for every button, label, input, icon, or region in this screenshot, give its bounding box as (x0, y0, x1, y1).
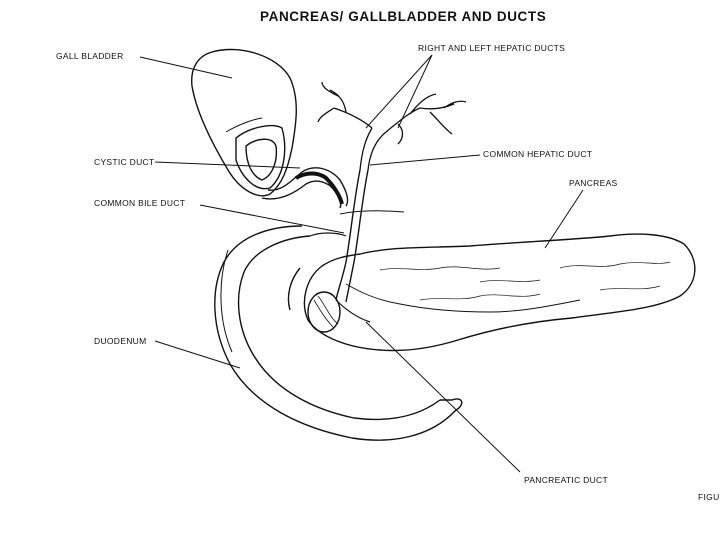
cystic-duct (262, 168, 348, 208)
leader-left-hepatic (398, 55, 432, 128)
leader-cystic-duct (155, 162, 300, 168)
vessel-line (340, 211, 404, 214)
leader-lines (140, 55, 583, 472)
leader-gall-bladder (140, 57, 232, 78)
common-bile-duct (336, 170, 368, 302)
hepatic-ducts (318, 82, 466, 170)
gallbladder (192, 50, 297, 196)
leader-duodenum (155, 341, 240, 368)
pancreas (304, 234, 694, 350)
leader-right-hepatic (366, 55, 432, 128)
leader-common-hepatic (370, 155, 480, 165)
